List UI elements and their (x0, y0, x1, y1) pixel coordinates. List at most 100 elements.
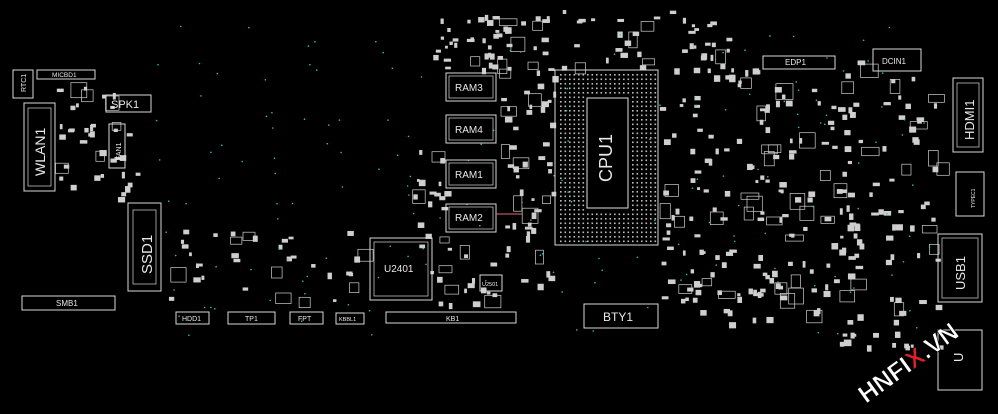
bga-ball (632, 218, 634, 220)
fpt-connector[interactable]: FPT (289, 311, 324, 325)
smd-component (766, 216, 783, 226)
smd-component (512, 157, 530, 170)
bga-ball (560, 119, 562, 121)
via (842, 70, 845, 72)
bga-ball (560, 236, 562, 238)
bga-ball (609, 74, 612, 76)
dcin1-connector[interactable]: DCIN1 (872, 48, 922, 72)
bga-ball (623, 87, 625, 90)
via (521, 201, 523, 204)
smd-component (183, 229, 190, 235)
ram1-chip[interactable]: RAM1 (445, 159, 497, 189)
bga-ball (654, 186, 657, 189)
smd-component (510, 36, 526, 52)
smd-component (526, 231, 531, 237)
bga-ball (582, 227, 585, 229)
bga-ball (569, 240, 571, 243)
smd-component (845, 73, 851, 79)
via (407, 255, 409, 258)
bga-ball (641, 96, 643, 99)
bga-ball (632, 173, 634, 175)
bty1-connector[interactable]: BTY1 (583, 303, 659, 329)
smd-component (672, 133, 677, 138)
via (328, 124, 330, 126)
ram2-chip[interactable]: RAM2 (445, 203, 522, 233)
spk1-connector[interactable]: SPK1 (105, 94, 152, 113)
bga-ball (560, 191, 562, 193)
bga-ball (627, 74, 630, 76)
usb1-connector[interactable]: USB1 (937, 233, 983, 303)
via (389, 245, 392, 248)
smd-component (507, 106, 511, 112)
bga-ball (564, 168, 567, 171)
bga-ball (641, 240, 643, 243)
bga-ball (627, 240, 630, 243)
bga-ball (564, 173, 567, 175)
smd-component (850, 278, 867, 291)
wlan1-footprint[interactable]: WLAN1 (23, 102, 56, 192)
bga-ball (645, 146, 648, 148)
bga-ball (605, 227, 607, 229)
bga-ball (564, 78, 567, 81)
smb1-label: SMB1 (56, 299, 78, 308)
bga-ball (650, 213, 652, 216)
smd-component (752, 317, 757, 324)
bga-ball (578, 200, 580, 202)
smd-component (917, 253, 921, 259)
fan1-connector[interactable]: FAN1 (108, 123, 126, 169)
cpu1-package[interactable]: CPU1 (554, 69, 659, 246)
kb1-connector[interactable]: KB1 (385, 311, 517, 324)
smd-component (548, 169, 552, 174)
bga-ball (560, 123, 562, 126)
bga-ball (582, 195, 585, 198)
smb1-connector[interactable]: SMB1 (21, 295, 116, 311)
smd-component (615, 48, 623, 52)
bga-ball (582, 92, 585, 94)
rtc1-footprint[interactable]: RTC1 (12, 69, 34, 99)
bga-ball (591, 240, 594, 243)
bga-ball (569, 191, 571, 193)
tp1-connector[interactable]: TP1 (227, 311, 276, 325)
via (695, 104, 697, 107)
bga-ball (591, 87, 594, 90)
bga-ball (578, 74, 580, 76)
bga-ball (573, 141, 576, 144)
smd-component (898, 210, 904, 214)
bga-ball (645, 218, 648, 220)
bga-ball (587, 74, 589, 76)
bga-ball (578, 186, 580, 189)
bga-ball (578, 173, 580, 175)
smd-component (493, 33, 499, 39)
hdmi1-connector[interactable]: HDMI1 (952, 77, 984, 153)
kbbl-connector[interactable]: KBBL1 (335, 312, 365, 325)
ram4-chip[interactable]: RAM4 (445, 114, 497, 144)
bga-ball (641, 222, 643, 225)
smd-component (642, 58, 655, 66)
ram3-label: RAM3 (455, 83, 483, 94)
u2401-chip[interactable]: U2401 (369, 237, 433, 301)
bga-ball (645, 137, 648, 139)
kbbl-label: KBBL1 (339, 317, 356, 323)
smd-component (855, 265, 864, 270)
bga-ball (564, 186, 567, 189)
ssd1-footprint[interactable]: SSD1 (127, 202, 162, 292)
hdd1-connector[interactable]: HDD1 (175, 311, 210, 325)
smd-component (524, 90, 530, 95)
smd-component (497, 55, 504, 60)
edp1-connector[interactable]: EDP1 (762, 55, 836, 70)
typec-connector[interactable]: TYPEC1 (955, 171, 985, 217)
mic-connector[interactable]: MICBD1 (36, 69, 96, 80)
smd-component (591, 18, 596, 22)
ram3-chip[interactable]: RAM3 (445, 72, 497, 102)
via (715, 264, 718, 266)
smd-component (753, 263, 761, 269)
smd-component (737, 293, 741, 297)
bga-ball (582, 209, 585, 211)
usb2-connector[interactable]: U (937, 329, 983, 391)
smd-component (935, 304, 943, 311)
bga-ball (654, 195, 657, 198)
bga-ball (582, 78, 585, 81)
smd-component (467, 19, 471, 24)
u2501-chip[interactable]: U2501 (479, 274, 503, 292)
spk1-label: SPK1 (111, 99, 139, 111)
